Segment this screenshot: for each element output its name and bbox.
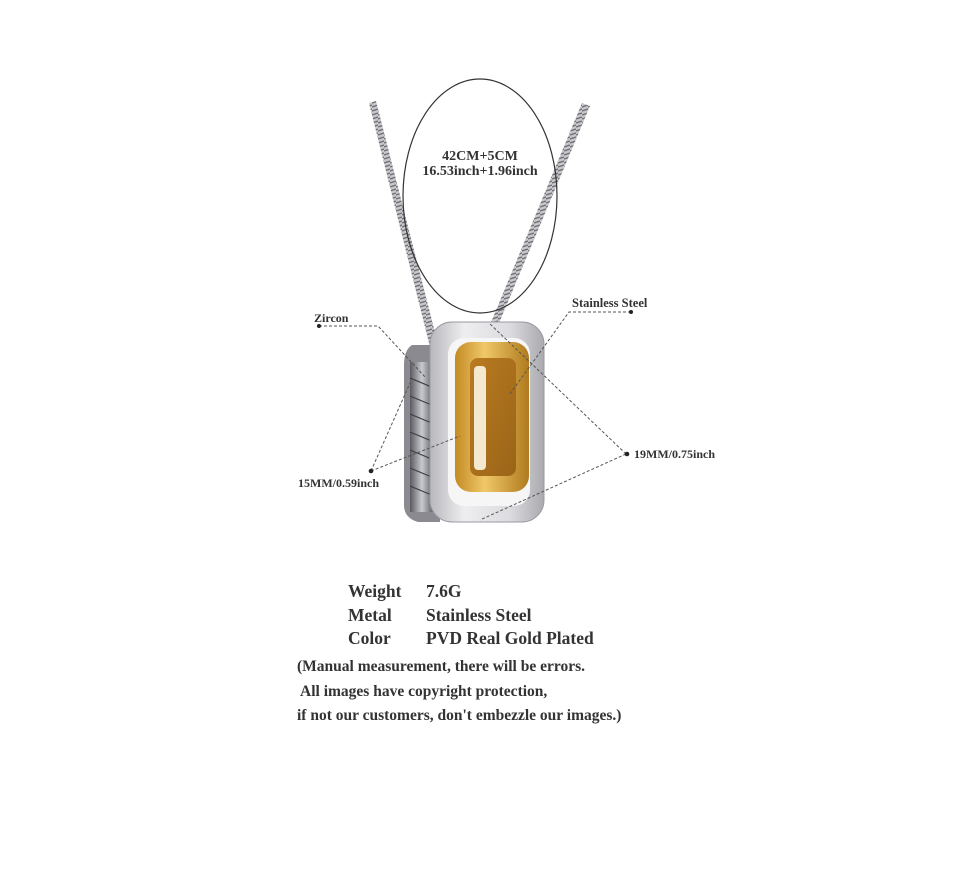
spec-table: Weight 7.6G Metal Stainless Steel Color … xyxy=(348,581,594,652)
dimension-lines xyxy=(319,311,631,521)
callout-height: 19MM/0.75inch xyxy=(634,447,715,461)
spec-row-weight: Weight 7.6G xyxy=(348,581,594,605)
spec-row-color: Color PVD Real Gold Plated xyxy=(348,628,594,652)
spec-key: Color xyxy=(348,628,391,648)
callout-width: 15MM/0.59inch xyxy=(298,476,379,490)
chain-length-metric: 42CM+5CM xyxy=(442,149,518,164)
spec-value: Stainless Steel xyxy=(426,604,532,625)
disclaimer-line: if not our customers, don't embezzle our… xyxy=(297,707,622,724)
chain xyxy=(369,101,590,355)
spec-key: Metal xyxy=(348,604,392,625)
pendant xyxy=(404,321,545,523)
callout-dots xyxy=(317,310,633,474)
chain-length-imperial: 16.53inch+1.96inch xyxy=(422,164,538,179)
spec-key: Weight xyxy=(348,581,402,601)
spec-value: 7.6G xyxy=(426,581,462,601)
disclaimer-line: All images have copyright protection, xyxy=(297,682,548,700)
callout-stainless-steel: Stainless Steel xyxy=(572,296,648,310)
disclaimer-line: (Manual measurement, there will be error… xyxy=(297,658,585,675)
callout-zircon: Zircon xyxy=(314,311,349,325)
chain-length-ellipse xyxy=(402,78,558,314)
disclaimer: (Manual measurement, there will be error… xyxy=(297,655,621,729)
spec-value: PVD Real Gold Plated xyxy=(426,628,594,648)
spec-row-metal: Metal Stainless Steel xyxy=(348,605,594,629)
